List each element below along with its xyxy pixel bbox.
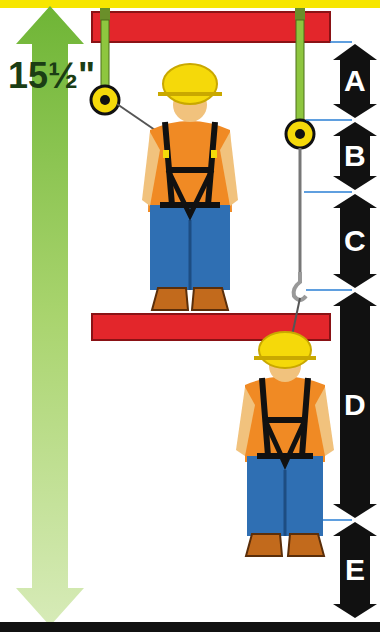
worker-standing — [142, 64, 238, 310]
segment-letter: B — [344, 141, 366, 171]
deployed-lanyard — [286, 8, 314, 345]
worker-arrested — [236, 332, 334, 556]
anchor-beam — [92, 12, 330, 42]
segment-arrows — [333, 44, 377, 618]
segment-letter: C — [344, 226, 366, 256]
clearance-arrow — [16, 6, 84, 626]
segment-letter: E — [345, 555, 365, 585]
dimension-label: 15½" — [8, 58, 95, 94]
ground-bar — [0, 622, 380, 632]
title-band — [0, 0, 380, 8]
retractable-lanyard — [91, 8, 155, 130]
segment-letter: D — [344, 390, 366, 420]
segment-letter: A — [344, 66, 366, 96]
